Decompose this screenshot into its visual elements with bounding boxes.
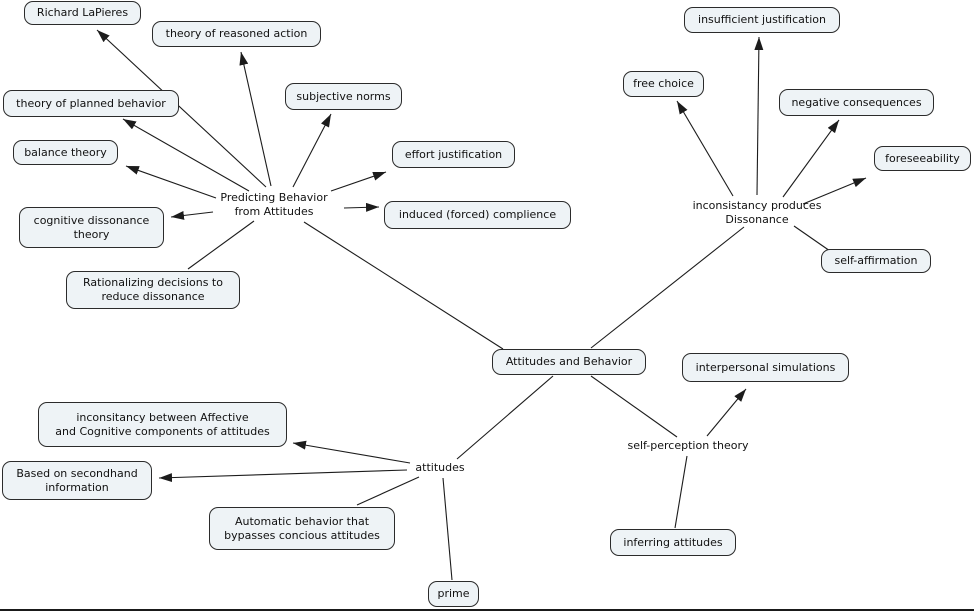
node-self-perception-theory[interactable]: self-perception theory [627,438,749,452]
edge-line [793,225,831,252]
edge-line [456,375,554,460]
node-inconsitancy-between-affective-cognitive[interactable]: inconsitancy between Affective and Cogni… [38,402,287,447]
node-inferring-attitudes[interactable]: inferring attitudes [610,529,736,556]
node-cognitive-dissonance-theory[interactable]: cognitive dissonance theory [19,207,164,248]
edge-arrow [122,118,250,192]
edge-arrow [782,119,840,198]
node-balance-theory[interactable]: balance theory [13,140,118,165]
node-insufficient-justification[interactable]: insufficient justification [684,7,840,33]
canvas-bottom-edge [0,609,974,611]
edge-line [303,221,504,350]
node-interpersonal-simulations[interactable]: interpersonal simulations [682,353,849,382]
edge-line [442,477,453,581]
edge-arrow [802,177,867,205]
node-inconsistancy-produces-dissonance[interactable]: inconsistancy produces Dissonance [692,199,822,226]
edge-arrow [96,29,267,188]
edge-arrow [170,210,214,220]
edge-arrow [292,440,411,464]
edge-arrow [292,113,332,188]
node-induced-forced-complience[interactable]: induced (forced) complience [384,201,571,229]
node-self-affirmation[interactable]: self-affirmation [821,249,931,273]
node-prime[interactable]: prime [428,581,479,607]
node-subjective-norms[interactable]: subjective norms [285,83,402,110]
node-richard-lapieres[interactable]: Richard LaPieres [24,1,141,25]
node-effort-justification[interactable]: effort justification [392,141,515,168]
node-negative-consequences[interactable]: negative consequences [779,89,934,116]
node-attitudes[interactable]: attitudes [415,460,465,474]
node-rationalizing-decisions[interactable]: Rationalizing decisions to reduce disson… [66,271,240,309]
edge-arrow [330,171,387,192]
node-automatic-behavior-bypasses-concious-attitudes[interactable]: Automatic behavior that bypasses conciou… [209,507,395,550]
node-theory-of-reasoned-action[interactable]: theory of reasoned action [152,21,321,47]
node-foreseeability[interactable]: foreseeability [874,146,971,171]
edge-arrow [158,469,408,483]
edge-arrow [676,100,734,197]
node-predicting-behavior-from-attitudes[interactable]: Predicting Behavior from Attitudes [220,191,328,218]
edge-arrow [343,202,380,212]
edge-arrow [706,388,747,437]
edge-arrow [125,165,217,199]
edge-arrow [754,36,764,196]
edge-line [590,226,745,349]
edge-line [590,375,678,438]
node-attitudes-and-behavior[interactable]: Attitudes and Behavior [492,349,646,375]
node-based-on-secondhand-information[interactable]: Based on secondhand information [2,461,152,500]
edge-arrow [239,51,272,187]
edge-line [187,220,255,270]
edge-line [674,455,688,529]
node-theory-of-planned-behavior[interactable]: theory of planned behavior [3,90,179,117]
node-free-choice[interactable]: free choice [623,71,704,97]
edge-line [356,476,420,506]
